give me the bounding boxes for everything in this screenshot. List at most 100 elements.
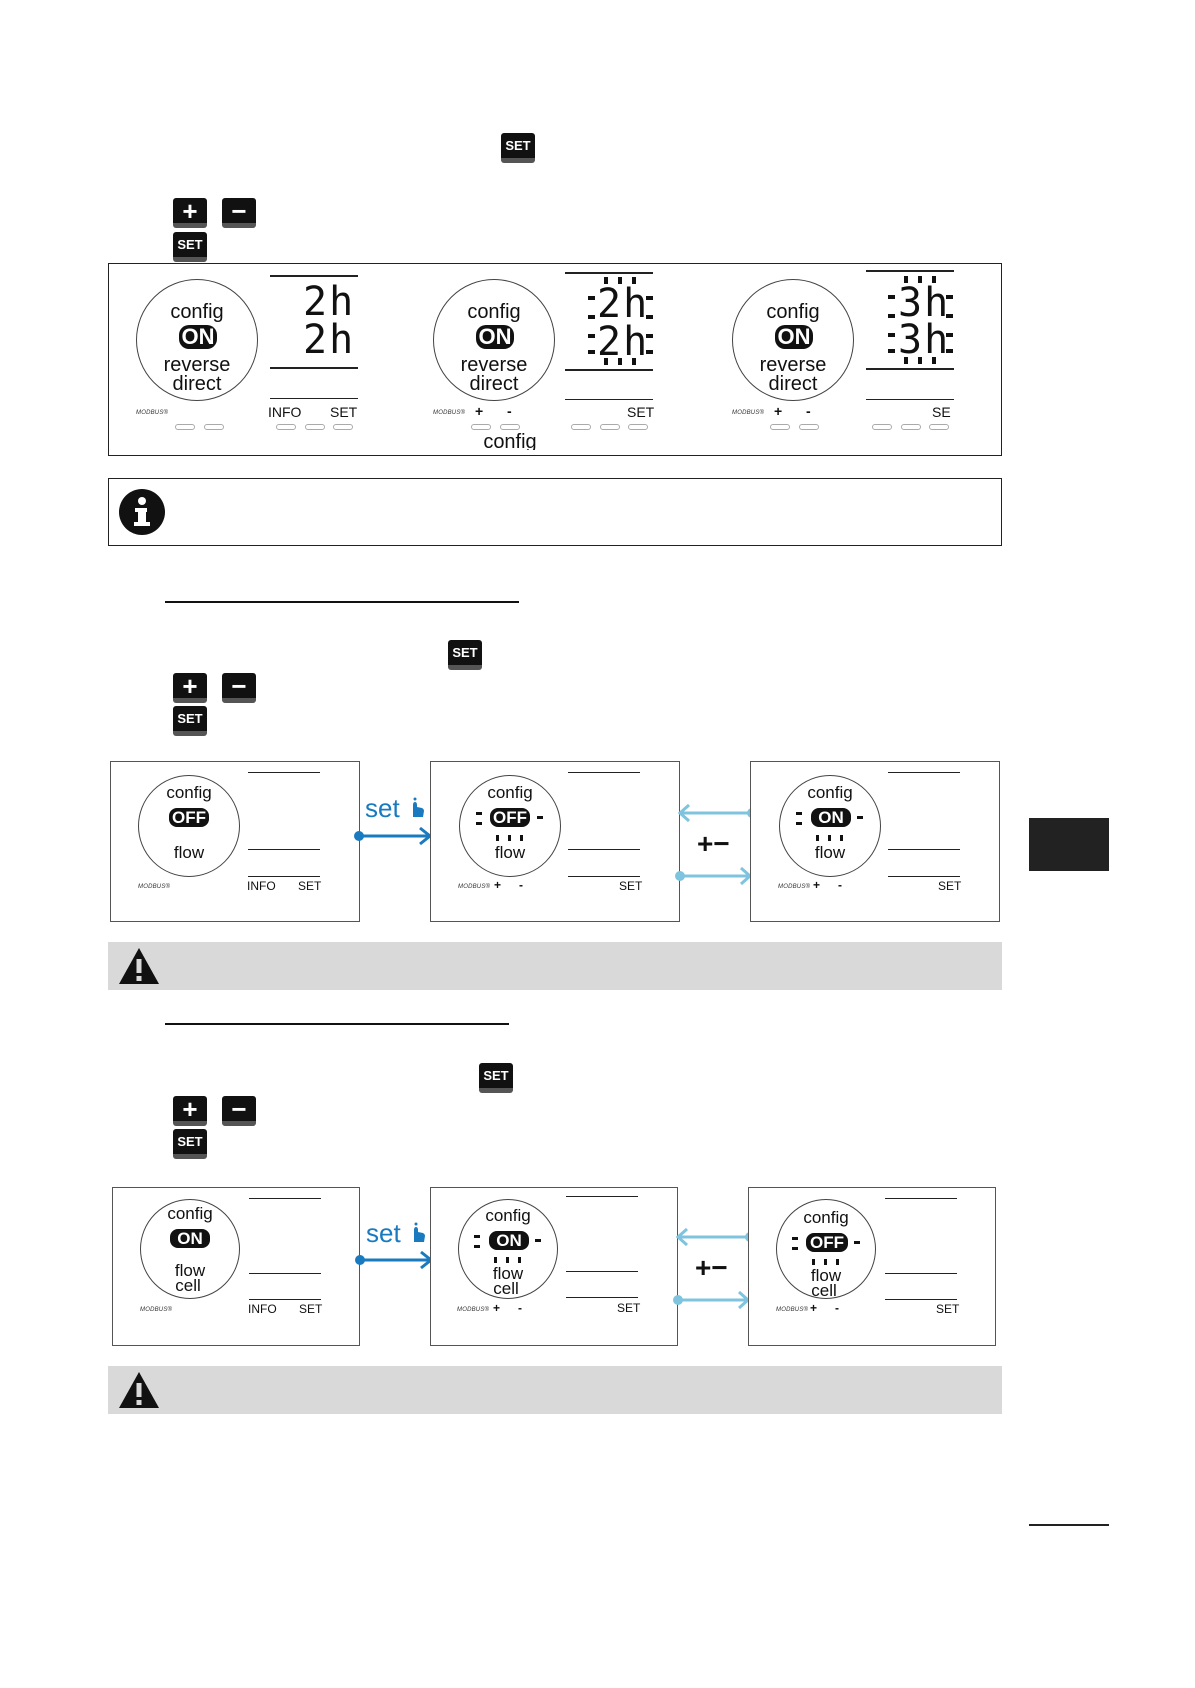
- flow-label: flow: [174, 1261, 206, 1280]
- config-label: config: [487, 783, 533, 802]
- minus-label: -: [806, 403, 811, 419]
- flow-label: flow: [814, 843, 846, 862]
- warning-bar: [108, 1366, 1002, 1414]
- display-dial: [140, 1199, 240, 1299]
- minus-label: -: [519, 878, 523, 892]
- plus-key-icon: +: [173, 198, 207, 228]
- warning-bar: [108, 942, 1002, 990]
- on-indicator: ON: [170, 1229, 210, 1248]
- flow-label: flow: [494, 843, 526, 862]
- footer-rule: [1029, 1524, 1109, 1526]
- info-icon: [118, 488, 166, 536]
- plus-minus-label: +−: [695, 1252, 728, 1283]
- chapter-tab: [1029, 818, 1109, 871]
- on-indicator: ON: [476, 325, 514, 349]
- display-dial: [138, 775, 240, 877]
- set-transition-label: set: [365, 793, 400, 823]
- plus-key-icon: +: [173, 1096, 207, 1126]
- panel-caption: config: [483, 432, 537, 450]
- minus-key-icon: −: [222, 1096, 256, 1126]
- set-label: SET: [938, 879, 962, 893]
- on-indicator: ON: [775, 325, 813, 349]
- warning-icon: [117, 1370, 161, 1410]
- transition-arrow-icon: [353, 1250, 435, 1270]
- set-label: SET: [298, 879, 322, 893]
- modbus-label: MODBUS®: [433, 410, 466, 416]
- hours-value: 2h: [303, 317, 356, 363]
- minus-key-icon: −: [222, 198, 256, 228]
- modbus-label: MODBUS®: [138, 884, 171, 890]
- modbus-label: MODBUS®: [140, 1307, 173, 1313]
- set-label: SET: [936, 1302, 960, 1316]
- set-key-icon: SET: [479, 1063, 513, 1093]
- set-label: SET: [627, 404, 655, 420]
- reverse-label: reverse: [163, 354, 231, 376]
- reverse-label: reverse: [460, 354, 528, 376]
- hours-value-blinking: 2h: [597, 281, 650, 327]
- set-label: SET: [619, 879, 643, 893]
- display-dial: [459, 775, 561, 877]
- plus-label: +: [774, 403, 783, 419]
- hand-pointer-icon: [409, 1222, 427, 1244]
- on-indicator-blinking: ON: [489, 1231, 529, 1250]
- config-reverse-direct-panel: [108, 263, 1002, 456]
- minus-label: -: [838, 878, 842, 892]
- set-key-icon: SET: [501, 133, 535, 163]
- config-label: config: [167, 1204, 213, 1223]
- plus-label: +: [813, 878, 821, 892]
- minus-label: -: [835, 1301, 839, 1315]
- set-label: SET: [330, 404, 358, 420]
- display-dial: [136, 279, 258, 401]
- set-key-icon: SET: [173, 1129, 207, 1159]
- config-label: config: [166, 783, 212, 802]
- config-label: config: [485, 1206, 531, 1225]
- reverse-label: reverse: [759, 354, 827, 376]
- display-dial: [458, 1199, 558, 1299]
- set-label: SET: [299, 1302, 323, 1316]
- info-label: INFO: [248, 1302, 277, 1316]
- cell-label: cell: [493, 1279, 519, 1298]
- config-label: config: [170, 301, 224, 323]
- set-key-icon: SET: [448, 640, 482, 670]
- section-heading-rule: [165, 1023, 509, 1025]
- off-indicator-blinking: OFF: [490, 808, 530, 827]
- modbus-label: MODBUS®: [457, 1307, 490, 1313]
- set-key-icon: SET: [173, 706, 207, 736]
- display-dial: [732, 279, 854, 401]
- cell-label: cell: [811, 1281, 837, 1300]
- config-label: config: [803, 1208, 849, 1227]
- off-indicator-blinking: OFF: [806, 1233, 848, 1252]
- flow-label: flow: [492, 1264, 524, 1283]
- transition-arrow-icon: [352, 826, 434, 846]
- direct-label: direct: [768, 373, 818, 395]
- modbus-label: MODBUS®: [778, 884, 811, 890]
- config-label: config: [766, 301, 820, 323]
- modbus-label: MODBUS®: [732, 410, 765, 416]
- plus-label: +: [493, 1301, 501, 1315]
- display-dial: [779, 775, 881, 877]
- hours-value-blinking: 3h: [898, 317, 951, 363]
- set-label: SE: [932, 404, 951, 420]
- cell-label: cell: [175, 1276, 201, 1295]
- display-dial: [776, 1199, 876, 1299]
- set-key-icon: SET: [173, 232, 207, 262]
- set-transition-label: set: [366, 1218, 401, 1248]
- config-label: config: [807, 783, 853, 802]
- hours-value-blinking: 2h: [597, 319, 650, 365]
- warning-icon: [117, 946, 161, 986]
- modbus-label: MODBUS®: [458, 884, 491, 890]
- set-label: SET: [617, 1301, 641, 1315]
- hours-value: 2h: [303, 279, 356, 325]
- modbus-label: MODBUS®: [776, 1307, 809, 1313]
- minus-label: -: [518, 1301, 522, 1315]
- on-indicator: ON: [179, 325, 217, 349]
- info-label: INFO: [268, 404, 302, 420]
- config-label: config: [467, 301, 521, 323]
- direct-label: direct: [172, 373, 222, 395]
- direct-label: direct: [469, 373, 519, 395]
- plus-label: +: [494, 878, 502, 892]
- off-indicator: OFF: [169, 808, 209, 827]
- plus-key-icon: +: [173, 673, 207, 703]
- minus-key-icon: −: [222, 673, 256, 703]
- section-heading-rule: [165, 601, 519, 603]
